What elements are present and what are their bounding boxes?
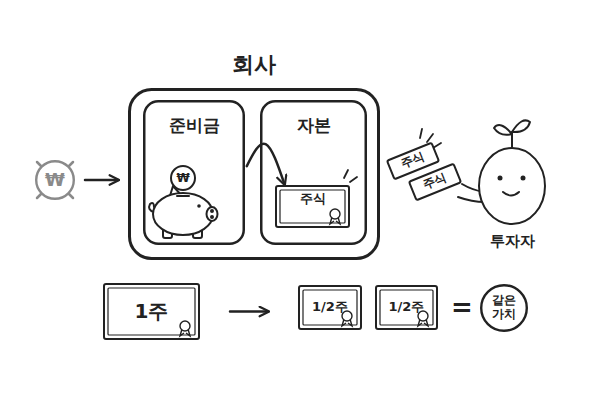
sprout-leaf bbox=[494, 125, 512, 135]
company-box: 준비금주식자본회사 bbox=[128, 88, 380, 260]
motion-line bbox=[420, 129, 422, 138]
certificate-seal bbox=[330, 209, 340, 224]
sparkle bbox=[344, 170, 357, 182]
certificate-outer bbox=[376, 286, 437, 329]
pig-snout bbox=[207, 207, 218, 221]
piggy-bank bbox=[149, 166, 217, 238]
capital-box: 주식 자본 bbox=[260, 100, 367, 245]
box-title: 준비금 bbox=[143, 116, 245, 136]
pig-eye bbox=[197, 204, 201, 208]
coin-symbol: ₩ bbox=[176, 171, 189, 185]
sparkle-line bbox=[350, 177, 357, 182]
share-text: 1/2주 bbox=[389, 300, 425, 315]
motion-line bbox=[427, 134, 433, 142]
investor-eye bbox=[498, 176, 503, 181]
box-title: 자본 bbox=[260, 116, 367, 136]
pig-nostril bbox=[211, 210, 213, 212]
cross-mark bbox=[37, 162, 73, 198]
certificate-outer bbox=[104, 284, 199, 339]
share-text: 1/2주 bbox=[312, 300, 348, 315]
stock-certificate: 주식 bbox=[275, 185, 350, 228]
value-circle: 같은 가치 bbox=[480, 284, 528, 332]
investor-eye bbox=[521, 176, 526, 181]
circle-outline bbox=[36, 161, 74, 199]
certificate-inner bbox=[380, 290, 433, 325]
sprout-leaf bbox=[512, 120, 530, 132]
certificate-inner bbox=[108, 288, 195, 335]
connector-arrow bbox=[230, 310, 268, 313]
half-share-certificate: 1/2주 bbox=[298, 285, 362, 330]
investor-figure bbox=[458, 120, 545, 224]
company-heading: 회사 bbox=[128, 52, 380, 77]
pig-body bbox=[153, 193, 213, 235]
certificate-outer bbox=[276, 186, 349, 227]
cross-line bbox=[37, 162, 73, 198]
coin-slot bbox=[177, 195, 189, 197]
investor-smile bbox=[503, 192, 519, 196]
box-outline bbox=[130, 90, 379, 259]
crossed-coin: ₩ bbox=[35, 160, 75, 200]
value-text: 같은 가치 bbox=[488, 294, 520, 322]
currency-symbol: ₩ bbox=[45, 170, 65, 191]
cross-line bbox=[37, 162, 73, 198]
pig-nostril bbox=[211, 216, 213, 218]
circle-outline bbox=[481, 285, 527, 331]
certificate-seal bbox=[180, 321, 190, 336]
certificate-outer bbox=[299, 286, 361, 329]
certificate-inner bbox=[303, 290, 357, 325]
seal-disc bbox=[180, 321, 190, 331]
half-share-certificate: 1/2주 bbox=[375, 285, 438, 330]
coin bbox=[171, 166, 195, 190]
ticket-outline bbox=[409, 164, 461, 201]
seal-disc bbox=[330, 209, 340, 219]
node-shape bbox=[128, 88, 380, 260]
equals-sign: = bbox=[451, 292, 473, 322]
connector-arrow bbox=[247, 144, 285, 184]
share-text: 1주 bbox=[135, 300, 169, 323]
investor-label: 투자자 bbox=[490, 232, 535, 251]
reserve-box: 준비금 bbox=[143, 100, 245, 245]
investor-body bbox=[479, 148, 545, 224]
sparkle-line bbox=[344, 170, 348, 178]
certificate-text: 주식 bbox=[275, 192, 350, 207]
share-certificate: 1주 bbox=[103, 283, 200, 340]
connector-arrow bbox=[85, 179, 118, 182]
